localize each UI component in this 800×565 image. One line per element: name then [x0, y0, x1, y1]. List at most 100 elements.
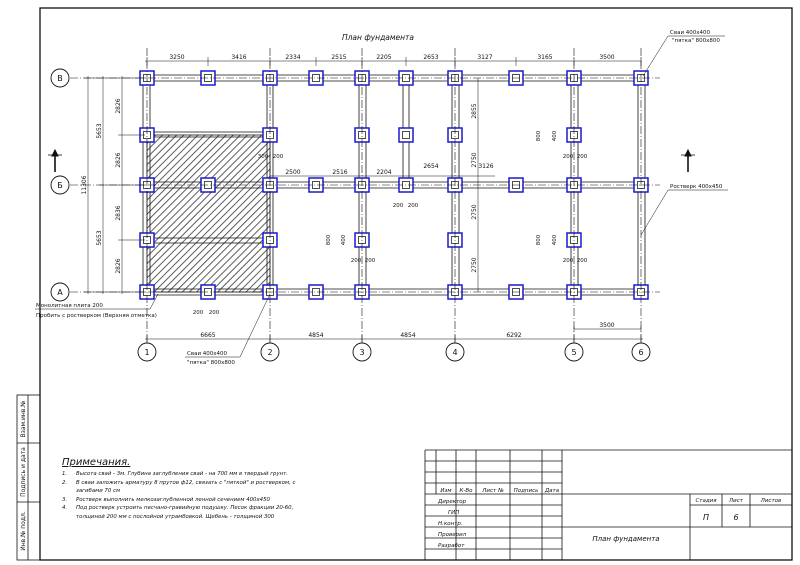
axis-label-col-1: 1: [144, 348, 149, 357]
dim-left-small-4: 2826: [115, 258, 122, 273]
pile-shaft: [402, 131, 410, 139]
pile-spacing-annotations: 800 400 200 200 800 400 200 200 800 400 …: [193, 130, 588, 316]
tb-col-kvo: К-Во: [459, 488, 473, 494]
callout-grillage-label: Ростверк 400х450: [670, 184, 723, 190]
dim-top-5: 2205: [376, 54, 391, 61]
left-dimension-values: 11306 5653 5653 2826 2826 2836 2826: [81, 98, 122, 273]
tb-col-date: Дата: [544, 488, 560, 494]
dim-top-9: 3500: [599, 54, 614, 61]
pile-dim-800-a: 800: [536, 130, 542, 141]
pile-dim-200-k: 200: [209, 310, 220, 316]
mid-dimension-values: 2500 2516 2204 2654 3126: [270, 163, 495, 177]
dim-mid-4: 2654: [423, 163, 438, 170]
note-text: Ростверк выполнить мелкозаглубленной лен…: [76, 496, 270, 503]
note-text: Под ростверк устроить песчано-гравийную …: [76, 505, 294, 512]
pile-dim-400-b: 400: [552, 234, 558, 245]
note-number: 2.: [62, 479, 68, 486]
dim-top-4: 2515: [331, 54, 346, 61]
axis-label-row-v: В: [57, 74, 63, 83]
dim-bottom-4: 6292: [506, 332, 521, 339]
note-number: 3.: [62, 496, 68, 503]
pile-dim-200-d: 200: [577, 258, 588, 264]
pile-dim-300: 300: [258, 154, 269, 160]
tb-col-sign: Подпись: [514, 488, 539, 494]
bottom-dimension-chain: [145, 326, 643, 343]
notes-block: Примечания. 1.Высота свай - 3м. Глубина …: [62, 457, 422, 522]
tb-role-director: Директор: [437, 499, 467, 505]
note-text: Высота свай - 3м. Глубина заглубления св…: [76, 471, 289, 477]
axis-label-col-5: 5: [571, 348, 576, 357]
tb-role-checked: Проверил: [438, 532, 467, 538]
inner-vertical-dims: 2855 2750 2750 2750: [471, 78, 479, 292]
tb-role-nkontr: Н.контр.: [438, 521, 463, 527]
axis-label-col-3: 3: [359, 348, 364, 357]
section-mark-left: [48, 148, 62, 172]
dim-mid-3: 2204: [376, 169, 391, 176]
grid-axis-lines: [70, 48, 660, 342]
dim-top-3: 2334: [285, 54, 300, 61]
axis-label-col-2: 2: [267, 348, 272, 357]
dim-top-7: 3127: [477, 54, 492, 61]
dim-top-8: 3165: [537, 54, 552, 61]
tb-sheet-label: Лист: [728, 498, 744, 504]
callout-grillage: Ростверк 400х450: [640, 184, 728, 236]
top-dimension-values: 3250 3416 2334 2515 2205 2653 3127 3165 …: [169, 54, 614, 61]
tb-col-list: Лист №: [481, 488, 504, 494]
note-number: 4.: [62, 505, 68, 512]
monolithic-slab-hatch: [146, 134, 271, 293]
dim-left-mid-1: 5653: [96, 123, 103, 138]
callout-slab-line2: Пробить с ростверком (Верхняя отметка): [36, 313, 157, 319]
callout-pile-bottom-line1: Сваи 400х400: [187, 351, 228, 357]
tb-stage-value: П: [703, 513, 709, 522]
dim-left-small-1: 2826: [115, 98, 122, 113]
dim-bottom-1: 6665: [200, 332, 215, 339]
note-item: загибами 70 см: [62, 487, 422, 496]
note-item: 4. Под ростверк устроить песчано-гравийну…: [62, 504, 422, 513]
tb-drawing-name: План фундамента: [592, 535, 659, 543]
callout-slab: Монолитная плита 200 Пробить с ростверко…: [35, 293, 159, 319]
pile-dim-200-g: 200: [273, 154, 284, 160]
axis-label-row-b: Б: [57, 181, 63, 190]
pile-dim-400-c: 400: [341, 234, 347, 245]
drawing-title: План фундамента: [342, 33, 414, 42]
side-stamp: [16, 394, 41, 561]
axis-label-col-6: 6: [638, 348, 643, 357]
dim-left-small-2: 2826: [115, 152, 122, 167]
left-dimension-chains: [84, 76, 145, 294]
tb-stage-label: Стадия: [695, 498, 717, 504]
dim-inner-v-3: 2750: [471, 204, 478, 219]
note-text: загибами 70 см: [76, 488, 121, 495]
dim-left-total: 11306: [81, 175, 88, 194]
note-number: 1.: [62, 471, 68, 477]
dim-inner-v-2: 2750: [471, 152, 478, 167]
pile-dim-200-f: 200: [365, 258, 376, 264]
row-axis-markers: В Б А: [50, 68, 70, 302]
callout-pile-top-line1: Сваи 400х400: [670, 30, 711, 36]
pile-dim-200-j: 200: [193, 310, 204, 316]
callout-pile-bottom-line2: "пятка" 800х800: [187, 360, 235, 366]
pile-dim-200-i: 200: [408, 203, 419, 209]
dim-mid-2: 2516: [332, 169, 347, 176]
dim-mid-1: 2500: [285, 169, 300, 176]
axis-label-col-4: 4: [452, 348, 457, 357]
dim-inner-v-4: 2750: [471, 257, 478, 272]
dim-top-2: 3416: [231, 54, 246, 61]
dim-bottom-2: 4854: [308, 332, 323, 339]
callout-top-right: Сваи 400х400 "пятка" 800х800: [642, 30, 725, 77]
title-block-text: Изм К-Во Лист № Подпись Дата Директор ГИ…: [437, 488, 781, 549]
pile-dim-200-c: 200: [563, 258, 574, 264]
top-dimension-chain: [145, 57, 642, 66]
callout-slab-line1: Монолитная плита 200: [36, 303, 103, 309]
note-text: толщиной 200 мм с послойной утрамбовкой.…: [76, 513, 275, 520]
side-stamp-replacement: Взам.инв.№: [20, 401, 27, 438]
note-text: В сваи заложить арматуру 8 прутов ф12, с…: [76, 479, 296, 486]
section-mark-right: [681, 148, 695, 172]
bottom-dimension-values: 6665 4854 4854 6292 3500: [200, 322, 614, 339]
dim-mid-5: 3126: [478, 163, 493, 170]
dim-bottom-right: 3500: [599, 322, 614, 329]
title-block-grid: [424, 449, 792, 560]
callout-pile-top-line2: "пятка" 800х800: [672, 38, 720, 44]
pile-dim-200-h: 200: [393, 203, 404, 209]
tb-col-izm: Изм: [440, 488, 451, 494]
